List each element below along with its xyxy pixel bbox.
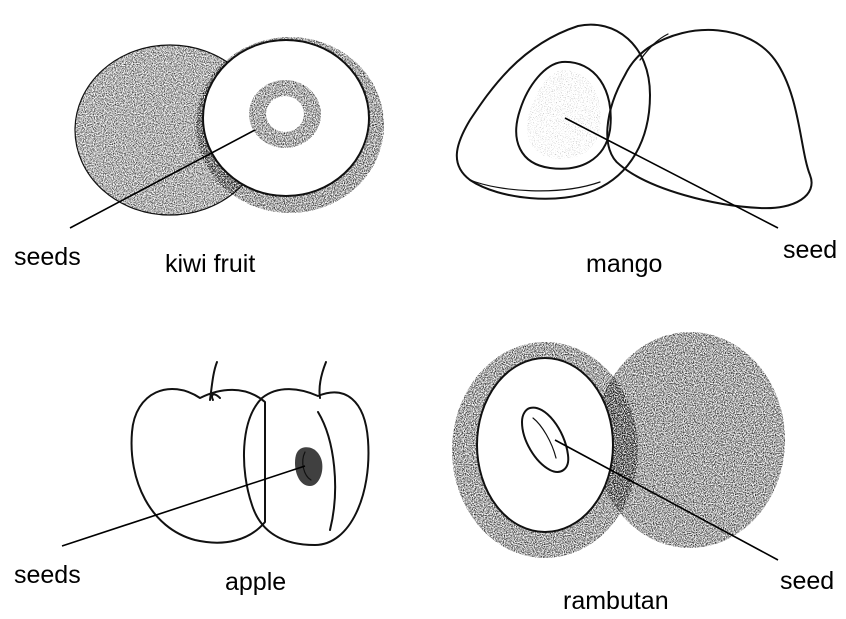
rambutan-illustration: [452, 332, 785, 560]
kiwi-name-label: kiwi fruit: [165, 250, 255, 278]
mango-whole: [607, 30, 811, 208]
rambutan-name-label: rambutan: [563, 587, 669, 615]
mango-illustration: [457, 25, 812, 228]
kiwi-half: [196, 37, 384, 213]
mango-name-label: mango: [586, 250, 662, 278]
apple-seeds-leader: [62, 466, 305, 546]
apple-half: [244, 362, 368, 545]
mango-seed-label: seed: [783, 236, 837, 264]
apple-name-label: apple: [225, 568, 286, 596]
apple-seeds-label: seeds: [14, 561, 81, 589]
apple-seeds: [295, 447, 322, 486]
kiwi-illustration: [70, 37, 384, 228]
apple-illustration: [62, 362, 368, 546]
mango-seed-leader: [565, 118, 778, 228]
rambutan-half: [452, 342, 638, 558]
rambutan-seed-label: seed: [780, 567, 834, 595]
kiwi-seeds-label: seeds: [14, 243, 81, 271]
